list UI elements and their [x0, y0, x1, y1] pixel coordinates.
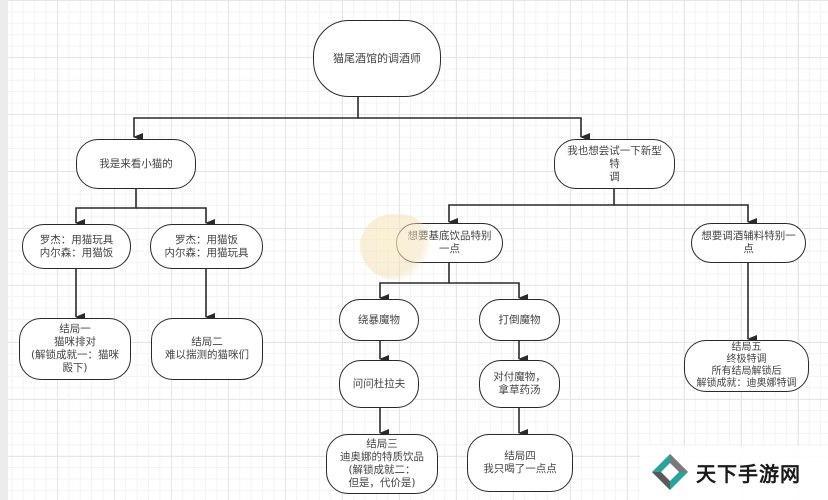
node-special-base-drink[interactable]: 想要基底饮品特别 一点 — [396, 223, 503, 263]
node-fight-monster-herb-soup[interactable]: 对付魔物， 拿草药汤 — [479, 360, 560, 408]
node-branch-try-new-special[interactable]: 我也想尝试一下新型特 调 — [554, 139, 675, 189]
node-branch-watch-cats[interactable]: 我是来看小猫的 — [76, 139, 196, 189]
node-avoid-monster[interactable]: 绕暴魔物 — [339, 299, 419, 341]
canvas-left-edge — [0, 0, 8, 500]
watermark-brand-text: 天下手游网 — [696, 461, 801, 486]
node-defeat-monster[interactable]: 打倒魔物 — [479, 299, 560, 341]
node-ending-1[interactable]: 结局一 猫咪排对 (解锁成就一：猫咪 殿下) — [19, 318, 131, 380]
node-ending-4[interactable]: 结局四 我只喝了一点点 — [467, 434, 573, 492]
node-special-ingredients[interactable]: 想要调酒辅料特别一 点 — [691, 223, 806, 263]
site-watermark-logo: 天下手游网 — [650, 452, 801, 492]
node-ending-2[interactable]: 结局二 难以揣测的猫咪们 — [151, 318, 263, 380]
diamond-logo-icon — [652, 454, 688, 490]
node-ask-dulaf[interactable]: 问问杜拉夫 — [339, 360, 419, 408]
node-root[interactable]: 猫尾酒馆的调酒师 — [313, 20, 441, 97]
node-roger-toy-nelson-food[interactable]: 罗杰：用猫玩具 内尔森：用猫饭 — [22, 224, 131, 269]
node-roger-food-nelson-toy[interactable]: 罗杰：用猫饭 内尔森：用猫玩具 — [150, 224, 263, 269]
node-ending-3[interactable]: 结局三 迪奥娜的特质饮品 (解锁成就二： 但是，代价是) — [326, 434, 438, 494]
node-ending-5[interactable]: 结局五 终极特调 所有结局解锁后 解锁成就：迪奥娜特调 — [684, 340, 809, 392]
